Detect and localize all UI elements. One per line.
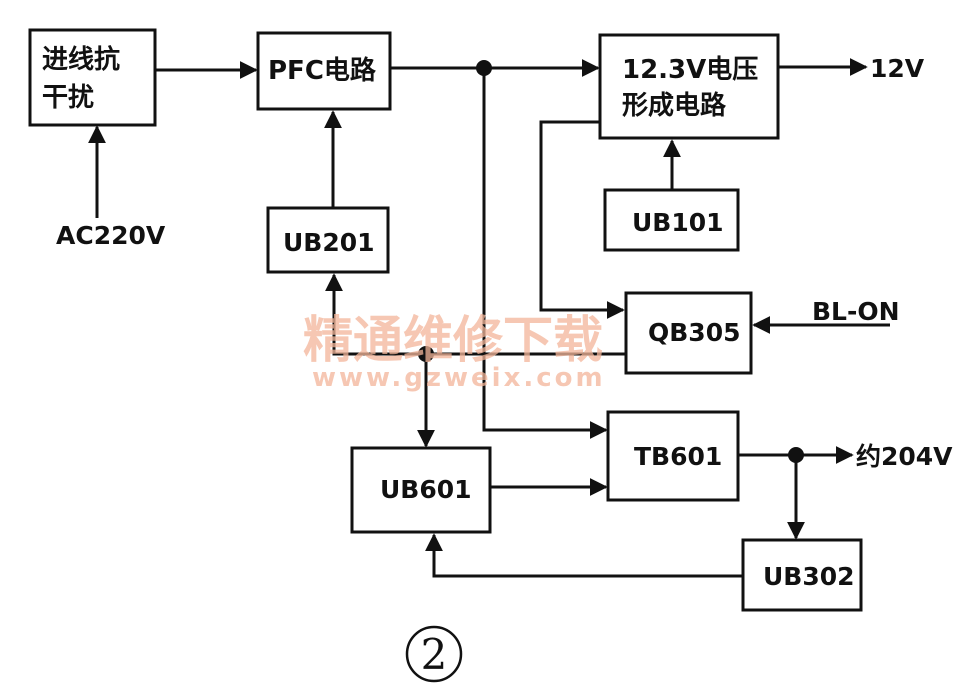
block-ub201: UB201 [266, 206, 390, 274]
block-ub302-label: UB302 [763, 562, 855, 591]
block-tb601: TB601 [606, 410, 740, 502]
block-pfc: PFC电路 [256, 31, 392, 111]
figure-number-text: 2 [421, 630, 448, 679]
block-ub101-label: UB101 [632, 208, 724, 237]
block-input-filter-line1: 进线抗 [42, 44, 120, 75]
block-ub601-label: UB601 [380, 475, 472, 504]
block-ub302: UB302 [741, 538, 863, 612]
wire-junction-to-ub201 [325, 273, 426, 356]
block-12v3-regulator: 12.3V电压 形成电路 [598, 33, 780, 140]
signal-12v: 12V [870, 54, 925, 83]
block-ub101: UB101 [603, 188, 740, 252]
block-12v3-line1: 12.3V电压 [622, 55, 758, 85]
block-12v3-line2: 形成电路 [622, 90, 727, 121]
wire-pfc-to-tb601 [482, 68, 608, 439]
watermark-title: 精通维修下载 [303, 310, 603, 369]
block-ub201-label: UB201 [283, 228, 375, 257]
junction-qb305-out [418, 346, 434, 362]
wire-ub302-to-ub601 [425, 533, 743, 578]
figure-number: 2 [405, 625, 463, 683]
signal-bl-on: BL-ON [812, 297, 900, 326]
block-ub601: UB601 [350, 446, 492, 534]
wire-12v3-to-qb305 [539, 120, 625, 319]
block-qb305-label: QB305 [648, 318, 741, 347]
block-pfc-label: PFC电路 [268, 55, 377, 86]
signal-204v: 约204V [856, 442, 953, 471]
block-tb601-label: TB601 [634, 442, 722, 471]
watermark-url: www.gzweix.com [312, 363, 606, 393]
block-input-filter-line2: 干扰 [42, 83, 94, 113]
signal-ac220v: AC220V [56, 221, 166, 250]
block-input-filter: 进线抗 干扰 [28, 28, 157, 127]
block-qb305: QB305 [624, 291, 753, 375]
